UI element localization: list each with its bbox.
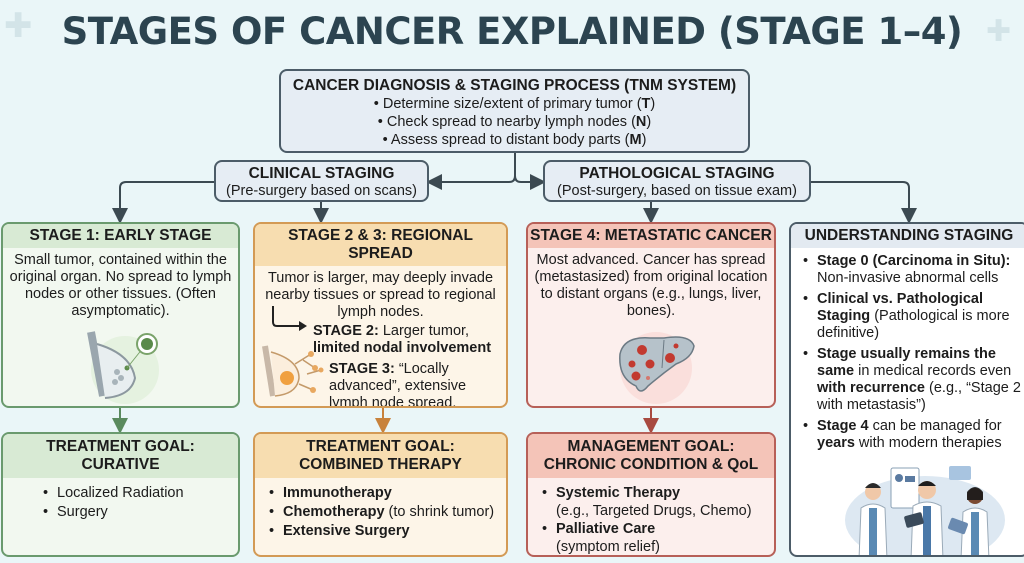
tnm-item-n: • Check spread to nearby lymph nodes (N) xyxy=(377,114,652,130)
understanding-staging-card: UNDERSTANDING STAGING Stage 0 (Carcinoma… xyxy=(789,222,1024,557)
stage-2-3-goal-title: TREATMENT GOAL:COMBINED THERAPY xyxy=(255,434,506,478)
stage-4-goal-title: MANAGEMENT GOAL:CHRONIC CONDITION & QoL xyxy=(528,434,774,478)
goal-item: Palliative Care(symptom relief) xyxy=(542,520,774,555)
understanding-list: Stage 0 (Carcinoma in Situ): Non-invasiv… xyxy=(791,248,1024,452)
pathological-staging-subtitle: (Post-surgery, based on tissue exam) xyxy=(557,183,797,199)
stage-2-3-title: STAGE 2 & 3: REGIONAL SPREAD xyxy=(255,224,506,266)
stage-1-title: STAGE 1: EARLY STAGE xyxy=(3,224,238,248)
stage-2-detail: STAGE 2: Larger tumor,limited nodal invo… xyxy=(313,323,492,356)
pathological-staging-title: PATHOLOGICAL STAGING xyxy=(579,165,775,182)
stage-1-card: STAGE 1: EARLY STAGE Small tumor, contai… xyxy=(1,222,240,408)
stage-4-card: STAGE 4: METASTATIC CANCER Most advanced… xyxy=(526,222,776,408)
stage-4-description: Most advanced. Cancer has spread (metast… xyxy=(534,252,768,319)
clinical-staging-title: CLINICAL STAGING xyxy=(248,165,395,182)
stage-2-3-goal-list: Immunotherapy Chemotherapy (to shrink tu… xyxy=(255,478,506,541)
stage-1-treatment-goal-card: TREATMENT GOAL:CURATIVE Localized Radiat… xyxy=(1,432,240,557)
tnm-item-m: • Assess spread to distant body parts (M… xyxy=(382,132,647,148)
understanding-item-clinical-vs-pathological: Clinical vs. Pathological Staging (Patho… xyxy=(803,291,1021,342)
goal-item: Localized Radiation xyxy=(43,484,238,503)
medical-cross-icon: ✚ xyxy=(4,7,33,45)
page-title: STAGES OF CANCER EXPLAINED (STAGE 1–4) xyxy=(61,10,963,53)
stage-2-3-card: STAGE 2 & 3: REGIONAL SPREAD Tumor is la… xyxy=(253,222,508,408)
clinical-staging-box: CLINICAL STAGING (Pre-surgery based on s… xyxy=(214,160,429,202)
pathological-staging-box: PATHOLOGICAL STAGING (Post-surgery, base… xyxy=(543,160,811,202)
understanding-item-stage-remains: Stage usually remains the same in medica… xyxy=(803,346,1021,414)
understanding-item-stage0: Stage 0 (Carcinoma in Situ): Non-invasiv… xyxy=(803,253,1021,287)
goal-item: Extensive Surgery xyxy=(269,522,506,541)
stage-4-title: STAGE 4: METASTATIC CANCER xyxy=(528,224,774,248)
stage-1-description: Small tumor, contained within the origin… xyxy=(9,252,232,319)
liver-metastasis-illustration xyxy=(619,332,695,404)
clipboard-icon: ✚ xyxy=(986,15,1012,48)
tnm-item-t: • Determine size/extent of primary tumor… xyxy=(373,96,656,112)
tnm-heading: CANCER DIAGNOSIS & STAGING PROCESS (TNM … xyxy=(292,77,737,94)
understanding-title: UNDERSTANDING STAGING xyxy=(791,224,1024,248)
stage-3-detail: STAGE 3: “Locally advanced”, extensive l… xyxy=(329,361,467,408)
goal-item: Immunotherapy xyxy=(269,484,506,503)
stage-1-goal-title: TREATMENT GOAL:CURATIVE xyxy=(3,434,238,478)
understanding-item-stage4-managed: Stage 4 can be managed for years with mo… xyxy=(803,418,1021,452)
goal-item: Surgery xyxy=(43,503,238,522)
goal-item: Chemotherapy (to shrink tumor) xyxy=(269,503,506,522)
stage-2-3-treatment-goal-card: TREATMENT GOAL:COMBINED THERAPY Immunoth… xyxy=(253,432,508,557)
stage-2-arrow-icon xyxy=(272,306,307,331)
clinical-staging-subtitle: (Pre-surgery based on scans) xyxy=(226,183,417,199)
breast-early-tumor-illustration xyxy=(87,331,159,404)
stage-2-3-description: Tumor is larger, may deeply invade nearb… xyxy=(265,270,496,320)
stage-4-goal-list: Systemic Therapy(e.g., Targeted Drugs, C… xyxy=(528,478,774,555)
stage-4-management-goal-card: MANAGEMENT GOAL:CHRONIC CONDITION & QoL … xyxy=(526,432,776,557)
breast-lymph-spread-illustration xyxy=(262,345,324,397)
doctors-team-illustration xyxy=(845,466,1005,555)
goal-item: Systemic Therapy(e.g., Targeted Drugs, C… xyxy=(542,484,774,520)
stage-1-goal-list: Localized Radiation Surgery xyxy=(3,478,238,522)
tnm-process-box: CANCER DIAGNOSIS & STAGING PROCESS (TNM … xyxy=(279,69,750,153)
